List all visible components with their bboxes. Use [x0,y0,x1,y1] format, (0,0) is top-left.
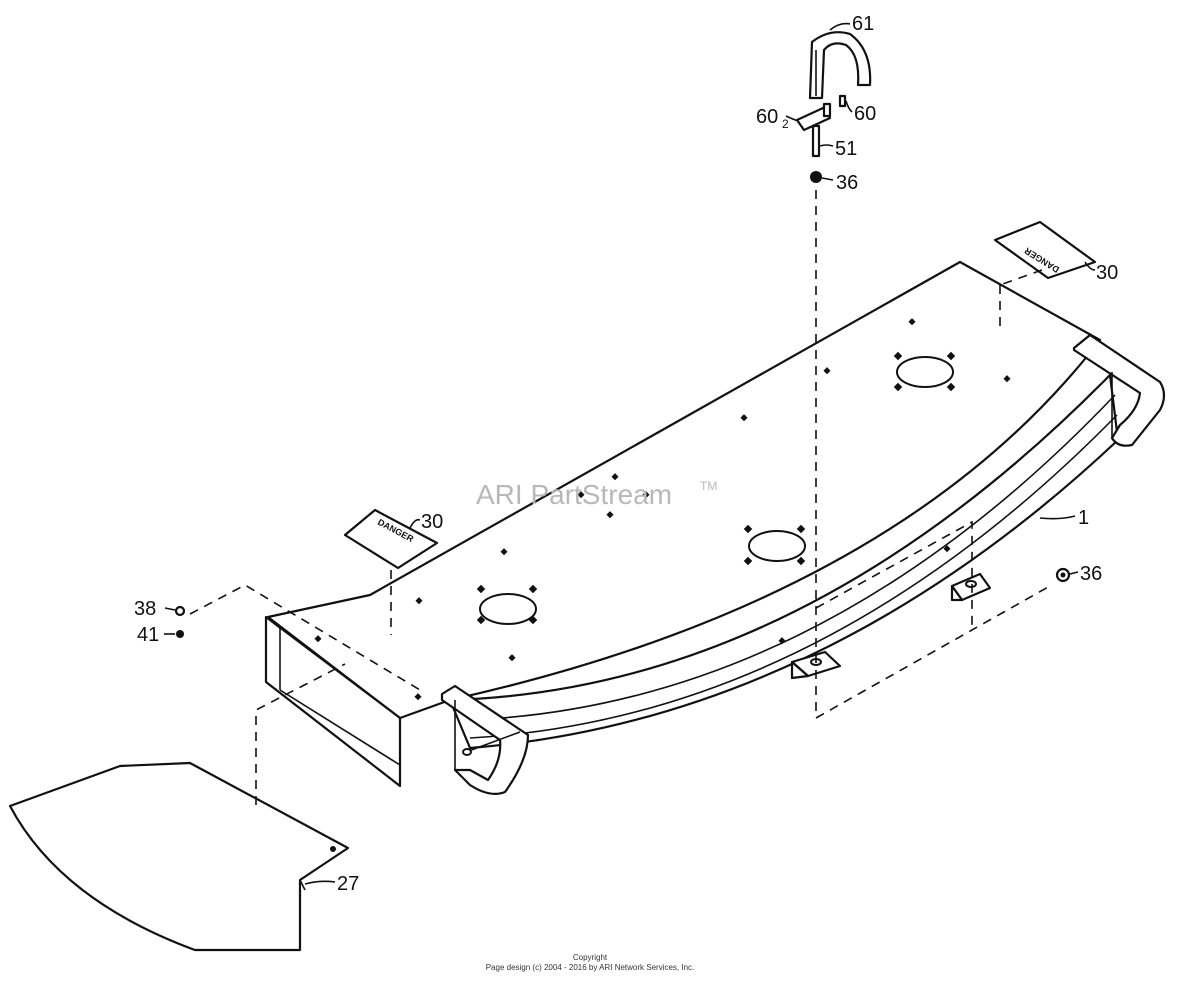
partstream-watermark: ARI PartStream TM [476,479,717,510]
carriage-bolt [811,124,821,158]
callout-61: 61 [852,13,874,35]
callout-30-left: 30 [421,511,443,533]
deflector-shield [8,761,350,952]
deflector-mount-hole [330,846,336,852]
bolt-41 [176,630,184,638]
leader-lines [164,22,1096,885]
lift-chain-assembly [795,31,872,183]
clevis-pin-left [822,102,832,118]
chain-link [808,31,872,100]
callout-27: 27 [337,873,359,895]
copyright-footer: Copyright Page design (c) 2004 - 2016 by… [0,953,1180,973]
page-design-credit: Page design (c) 2004 - 2016 by ARI Netwo… [485,963,695,972]
callout-60-right: 60 [854,103,876,125]
assembly-lines [189,190,1051,805]
spindle-hole-left [479,593,537,625]
copyright-line: Copyright [572,953,608,962]
callout-51: 51 [835,138,857,160]
danger-decal-right: DANGER [993,220,1097,280]
deck-top-plate [266,260,1102,720]
locknut-top [810,171,822,183]
clevis-pin-right [838,94,847,108]
spindle-hole-right [896,356,954,388]
washer-38 [174,605,186,617]
clevis-bracket [795,106,832,132]
callout-60-left: 60 [756,106,778,128]
callout-41: 41 [137,624,159,646]
callout-36-right: 36 [1080,563,1102,585]
front-left-bumper [440,684,530,795]
mower-deck [264,260,1120,788]
rear-right-bumper [1072,333,1166,447]
callout-labels: 61 60 2 60 51 36 30 30 1 36 38 41 27 [134,13,1118,895]
callout-60-left-sub: 2 [782,117,789,131]
callout-36-top: 36 [836,172,858,194]
watermark-trademark: TM [700,479,717,493]
danger-decal-left: DANGER [343,508,439,570]
skirt-bracket-right [950,572,992,602]
skirt-bracket-center [790,650,842,680]
callout-1: 1 [1078,507,1089,529]
callout-30-right: 30 [1096,262,1118,284]
watermark-brand: ARI PartStream [476,479,672,510]
spindle-openings [479,356,954,625]
bolt-holes [314,318,1011,701]
callout-38: 38 [134,598,156,620]
spindle-hole-center [748,530,806,562]
